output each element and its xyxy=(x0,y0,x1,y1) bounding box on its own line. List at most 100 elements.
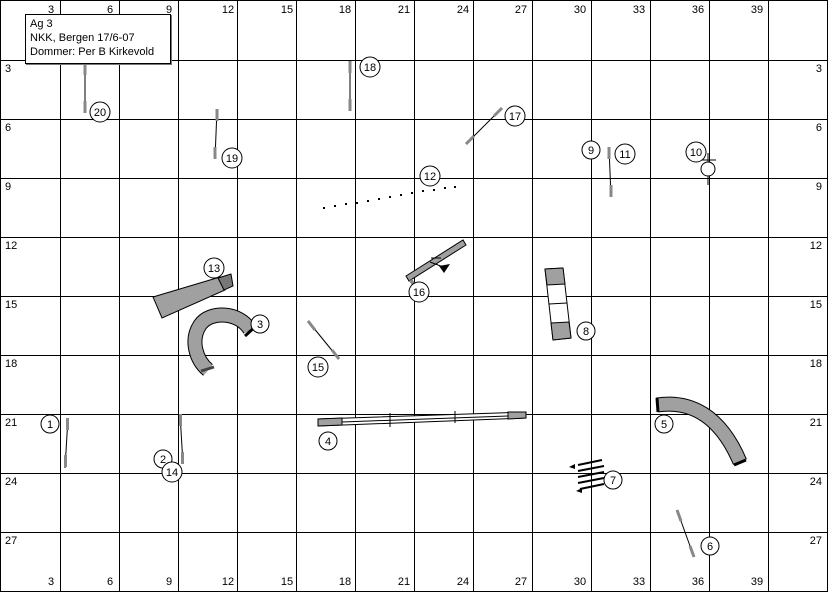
y-tick-left: 24 xyxy=(5,476,17,488)
svg-text:15: 15 xyxy=(312,362,324,374)
x-tick-top: 21 xyxy=(398,4,410,16)
number-10: 10 xyxy=(685,141,707,163)
x-tick-bottom: 39 xyxy=(751,576,763,588)
class-name: Ag 3 xyxy=(30,18,53,30)
svg-text:5: 5 xyxy=(661,419,667,431)
svg-text:11: 11 xyxy=(619,149,630,161)
obstacle-20-jump[interactable] xyxy=(83,63,87,113)
number-5: 5 xyxy=(654,414,674,434)
y-ticks-right: 3 6 9 12 15 18 21 24 27 xyxy=(810,63,822,547)
number-12: 12 xyxy=(419,165,441,187)
obstacle-4-dogwalk[interactable] xyxy=(317,411,527,427)
x-ticks-bottom: 3 6 9 12 15 18 21 24 27 30 33 36 39 xyxy=(48,576,763,588)
x-tick-top: 9 xyxy=(166,4,172,16)
svg-text:3: 3 xyxy=(257,319,263,331)
svg-text:4: 4 xyxy=(325,436,331,448)
y-tick-right: 3 xyxy=(816,63,822,75)
obstacle-18-jump[interactable] xyxy=(348,61,352,111)
x-tick-top: 3 xyxy=(48,4,54,16)
svg-text:2: 2 xyxy=(160,454,166,466)
course-info-box: Ag 3 NKK, Bergen 17/6-07 Dommer: Per B K… xyxy=(25,14,171,64)
obstacle-19-jump[interactable] xyxy=(213,108,219,160)
obstacle-16-seesaw[interactable] xyxy=(405,239,467,285)
x-tick-bottom: 9 xyxy=(166,576,172,588)
svg-text:20: 20 xyxy=(94,107,106,119)
obstacle-12-weave-poles[interactable] xyxy=(323,186,456,209)
obstacle-numbers: 1 2 3 4 5 6 7 8 9 10 11 12 13 14 15 16 1… xyxy=(40,56,720,556)
x-tick-top: 39 xyxy=(751,4,763,16)
y-ticks-left: 3 6 9 12 15 18 21 24 27 xyxy=(5,63,17,547)
x-tick-bottom: 6 xyxy=(107,576,113,588)
x-tick-bottom: 24 xyxy=(457,576,469,588)
obstacle-1-jump[interactable] xyxy=(64,417,69,469)
number-7: 7 xyxy=(603,470,623,490)
obstacle-7-long-jump[interactable] xyxy=(569,459,605,493)
svg-text:7: 7 xyxy=(610,475,616,487)
x-tick-bottom: 30 xyxy=(574,576,586,588)
x-tick-top: 18 xyxy=(339,4,351,16)
svg-text:8: 8 xyxy=(583,326,589,338)
number-1: 1 xyxy=(40,414,60,434)
obstacle-5-tunnel[interactable] xyxy=(655,396,747,467)
y-tick-right: 15 xyxy=(810,299,822,311)
obstacle-11-jump[interactable] xyxy=(607,146,613,198)
x-tick-bottom: 3 xyxy=(48,576,54,588)
number-19: 19 xyxy=(221,147,243,169)
number-11: 11 xyxy=(614,143,636,165)
x-tick-top: 6 xyxy=(107,4,113,16)
svg-text:1: 1 xyxy=(47,419,53,431)
svg-text:17: 17 xyxy=(509,111,521,123)
obstacle-13-chute[interactable] xyxy=(152,273,234,319)
x-tick-bottom: 21 xyxy=(398,576,410,588)
y-tick-left: 18 xyxy=(5,358,17,370)
obstacle-8-a-frame[interactable] xyxy=(544,267,572,341)
x-tick-bottom: 18 xyxy=(339,576,351,588)
number-3: 3 xyxy=(250,314,270,334)
y-tick-left: 6 xyxy=(5,122,11,134)
x-tick-top: 24 xyxy=(457,4,469,16)
y-tick-right: 24 xyxy=(810,476,822,488)
number-18: 18 xyxy=(359,56,381,78)
x-tick-bottom: 33 xyxy=(633,576,645,588)
obstacle-17-jump[interactable] xyxy=(464,106,504,146)
number-14: 14 xyxy=(161,461,183,483)
number-4: 4 xyxy=(318,431,338,451)
y-tick-left: 9 xyxy=(5,181,11,193)
y-tick-left: 21 xyxy=(5,417,17,429)
number-17: 17 xyxy=(504,105,526,127)
obstacle-15-jump[interactable] xyxy=(306,320,341,360)
x-tick-top: 15 xyxy=(281,4,293,16)
number-13: 13 xyxy=(203,257,225,279)
svg-text:18: 18 xyxy=(364,62,376,74)
x-tick-bottom: 12 xyxy=(222,576,234,588)
number-15: 15 xyxy=(307,356,329,378)
y-tick-right: 21 xyxy=(810,417,822,429)
svg-text:16: 16 xyxy=(413,287,425,299)
number-20: 20 xyxy=(89,101,111,123)
y-tick-right: 9 xyxy=(816,181,822,193)
x-tick-top: 12 xyxy=(222,4,234,16)
judge-name: Dommer: Per B Kirkevold xyxy=(30,46,155,58)
x-tick-top: 30 xyxy=(574,4,586,16)
svg-text:13: 13 xyxy=(208,263,220,275)
svg-text:10: 10 xyxy=(690,147,702,159)
svg-text:19: 19 xyxy=(226,153,238,165)
y-tick-left: 3 xyxy=(5,63,11,75)
obstacle-10-tyre[interactable] xyxy=(700,153,716,185)
number-8: 8 xyxy=(576,321,596,341)
y-tick-right: 18 xyxy=(810,358,822,370)
obstacle-6-jump[interactable] xyxy=(675,509,696,558)
number-16: 16 xyxy=(408,281,430,303)
y-tick-right: 12 xyxy=(810,240,822,252)
svg-text:9: 9 xyxy=(588,145,594,157)
svg-text:12: 12 xyxy=(424,171,436,183)
y-tick-left: 12 xyxy=(5,240,17,252)
y-tick-left: 15 xyxy=(5,299,17,311)
obstacle-3-tunnel[interactable] xyxy=(187,307,258,376)
number-9: 9 xyxy=(581,140,601,160)
svg-text:14: 14 xyxy=(166,467,178,479)
obstacle-2-jump[interactable] xyxy=(179,413,184,465)
x-ticks-top: 3 6 9 12 15 18 21 24 27 30 33 36 39 xyxy=(48,4,763,16)
y-tick-right: 6 xyxy=(816,122,822,134)
